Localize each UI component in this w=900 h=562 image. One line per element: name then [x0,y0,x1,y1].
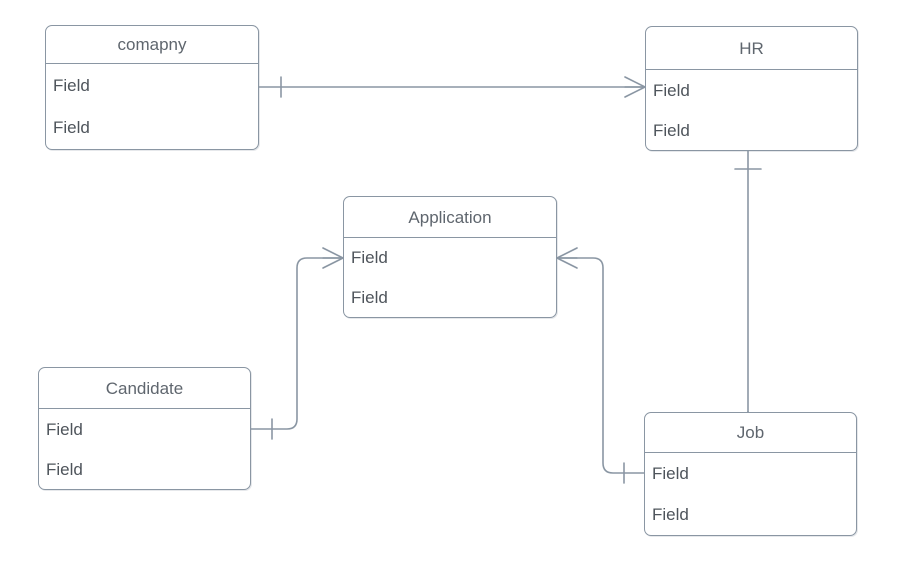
entity-candidate-field-1[interactable]: Field [46,419,83,439]
connector-candidate-application[interactable] [250,247,344,440]
entity-comapny-field-2[interactable]: Field [53,118,90,137]
crows-foot-application-right [556,247,578,269]
entity-comapny-title: comapny [46,26,258,64]
crows-foot-application-left [322,247,344,269]
entity-hr[interactable]: HR Field Field [645,26,858,151]
entity-job-fields: Field Field [645,453,856,535]
crows-foot-hr [624,76,646,98]
entity-candidate-title: Candidate [39,368,250,409]
entity-job-title: Job [645,413,856,453]
entity-job[interactable]: Job Field Field [644,412,857,536]
entity-candidate-field-2[interactable]: Field [46,459,83,479]
entity-application[interactable]: Application Field Field [343,196,557,318]
entity-candidate[interactable]: Candidate Field Field [38,367,251,490]
entity-job-field-1[interactable]: Field [652,464,689,483]
connector-comapny-hr[interactable] [258,76,646,98]
entity-hr-fields: Field Field [646,70,857,150]
entity-application-title: Application [344,197,556,238]
entity-hr-field-2[interactable]: Field [653,120,690,140]
entity-application-fields: Field Field [344,238,556,317]
entity-comapny[interactable]: comapny Field Field [45,25,259,150]
entity-application-field-2[interactable]: Field [351,287,388,307]
entity-comapny-field-1[interactable]: Field [53,75,90,95]
entity-hr-field-1[interactable]: Field [653,80,690,100]
entity-candidate-fields: Field Field [39,409,250,489]
connector-application-job[interactable] [556,247,645,484]
entity-application-field-1[interactable]: Field [351,248,388,267]
entity-hr-title: HR [646,27,857,70]
entity-job-field-2[interactable]: Field [652,505,689,524]
entity-comapny-fields: Field Field [46,64,258,149]
connector-hr-job[interactable] [734,150,762,433]
